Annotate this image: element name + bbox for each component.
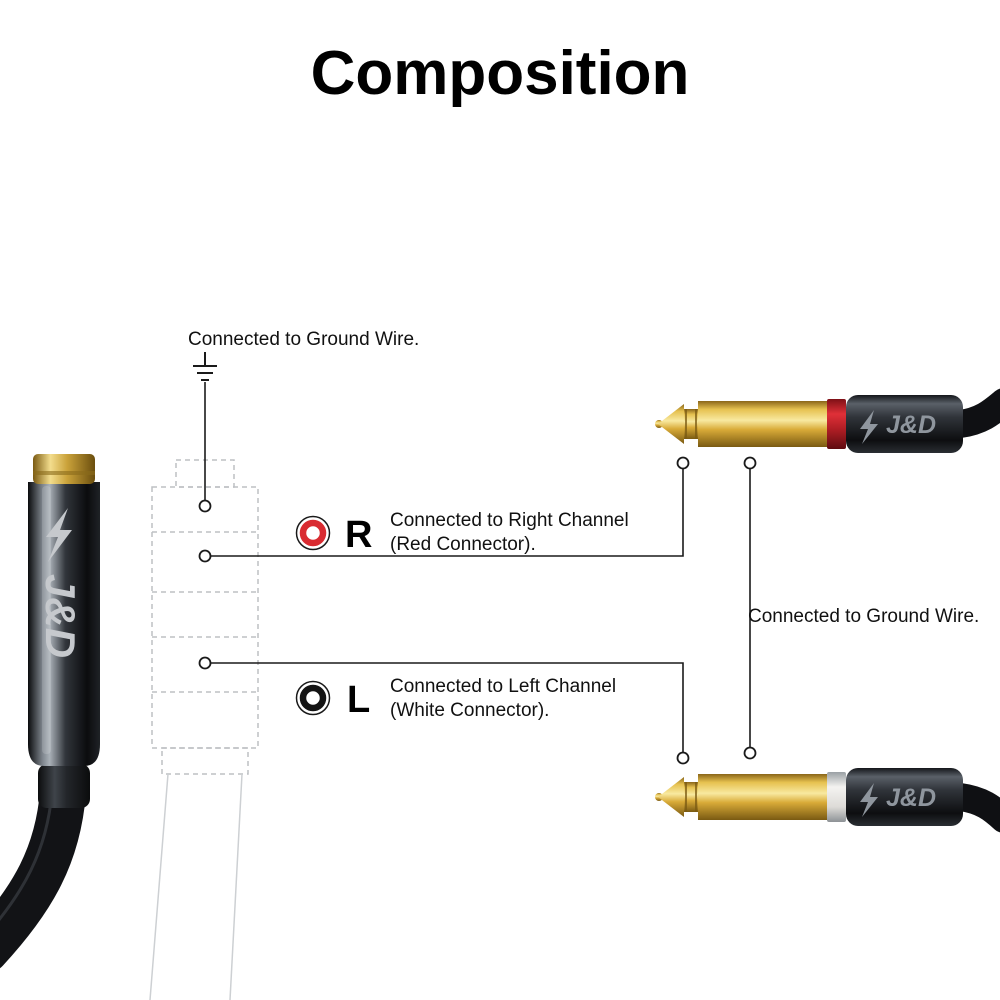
left-channel-line2: (White Connector). [390,700,549,721]
ground-left-label: Connected to Ground Wire. [188,329,419,350]
right-channel-letter: R [345,514,372,556]
female-cable [0,769,86,969]
female-brand-label: J&D [37,574,84,658]
solder-point [198,499,212,513]
solder-point [198,549,212,563]
white-plug-illustration: J&D [655,768,1000,833]
female-gold-ferrule [33,454,95,484]
right-channel-callout: R Connected to Right Channel (Red Connec… [295,510,629,556]
solder-point [743,746,757,760]
plug-barrel [698,401,827,447]
solder-points [198,456,757,765]
red-plug-illustration: J&D [655,388,1000,453]
solder-point [743,456,757,470]
left-channel-ring-black [299,684,327,712]
plug-neck [684,782,698,812]
right-channel-line2: (Red Connector). [390,534,536,555]
plug-tip-cone [658,777,684,817]
plug-neck [684,409,698,439]
connection-wires [204,382,751,752]
female-strain-relief [38,764,90,808]
schematic-base [161,747,249,775]
white-plug-cable [946,783,1000,833]
red-plug-cable [946,388,1000,438]
plug-tip-cone [658,404,684,444]
female-cable-sheen [0,791,54,921]
plug-top-brand-label: J&D [886,411,936,439]
right-channel-wire [210,469,684,557]
lightning-icon [46,508,72,562]
schematic-cable-edge [229,773,243,1000]
plug-handle [846,395,963,453]
left-channel-wire [210,662,684,752]
right-channel-ring-red [299,519,327,547]
plug-band-white [827,772,846,822]
female-body-gloss [42,486,51,754]
plug-neck-groove [685,782,697,812]
solder-point [676,751,690,765]
left-channel-line1: Connected to Left Channel [390,676,616,697]
ground-symbol-icon [193,352,217,381]
plug-barrel [698,774,827,820]
plug-band-red [827,399,846,449]
plug-handle [846,768,963,826]
lightning-icon [860,410,878,444]
solder-point [198,656,212,670]
page-title: Composition [311,39,690,108]
left-channel-letter: L [347,679,370,721]
ground-right-label: Connected to Ground Wire. [748,606,979,627]
left-channel-callout: L Connected to Left Channel (White Conne… [295,676,616,721]
schematic-outline [149,459,259,1000]
plug-bottom-brand-label: J&D [886,784,936,812]
lightning-icon [860,783,878,817]
plug-neck-groove [685,409,697,439]
schematic-body [151,486,259,749]
female-ferrule-groove [33,471,95,475]
schematic-cable-edge [149,773,169,1000]
female-connector-illustration: J&D [0,454,100,969]
right-channel-line1: Connected to Right Channel [390,510,629,531]
female-body [28,482,100,766]
solder-point [676,456,690,470]
